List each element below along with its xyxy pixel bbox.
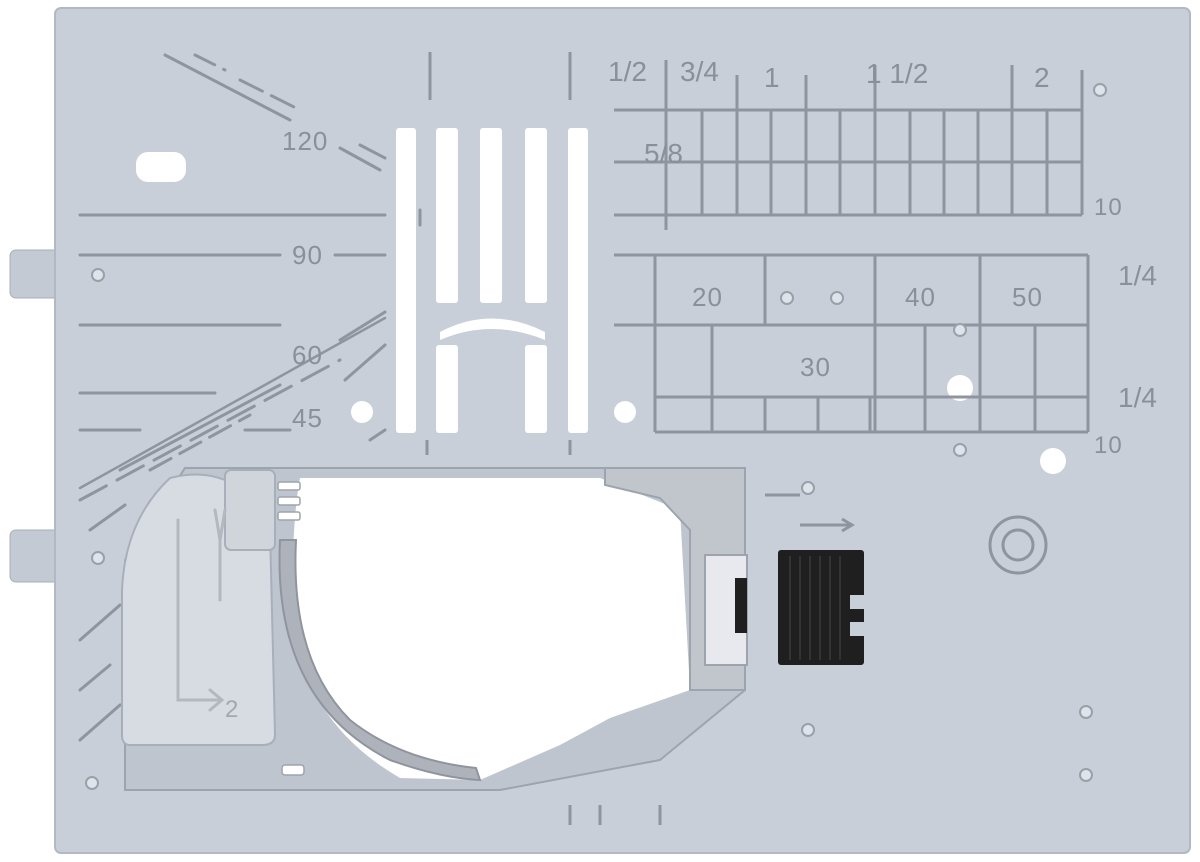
screw-heads: [85, 83, 1107, 790]
metric-label-30: 30: [800, 352, 831, 382]
needle-position-ticks: [425, 52, 662, 825]
bobbin-cavity: [292, 478, 690, 780]
inch-label-half: 1/2: [608, 56, 647, 87]
feed-dog-slots: [136, 128, 1066, 474]
bobbin-cover-tab: [224, 469, 276, 551]
cover-latch-slots: [277, 481, 305, 776]
inch-label-two: 2: [1034, 62, 1050, 93]
inch-label-three-quarter: 3/4: [680, 56, 719, 87]
inch-label-one: 1: [764, 62, 780, 93]
mounting-tab-upper: [9, 249, 61, 299]
bobbin-cover-arrow-icon: [176, 508, 227, 712]
metric-label-20: 20: [692, 282, 723, 312]
angle-label-60: 60: [292, 340, 323, 370]
quarter-label-lower: 1/4: [1118, 382, 1157, 413]
bobbin-cover-step-label: 2: [225, 696, 240, 723]
feed-control-block: [735, 550, 868, 665]
angle-label-120: 120: [282, 126, 329, 156]
mounting-tab-lower: [9, 529, 61, 583]
metric-label-50: 50: [1012, 282, 1043, 312]
metric-label-40: 40: [905, 282, 936, 312]
inch-grid: [614, 60, 1084, 230]
direction-arrow-marks: [765, 493, 855, 533]
concentric-ring-marker: [988, 515, 1048, 575]
metric-grid: [614, 253, 1090, 434]
inch-label-five-eighths: 5/8: [644, 138, 683, 169]
angle-guide-lines: [78, 53, 422, 742]
angle-label-90: 90: [292, 240, 323, 270]
quarter-label-upper: 1/4: [1118, 260, 1157, 291]
angle-label-45: 45: [292, 403, 323, 433]
shuttle-hook-arc: [278, 539, 482, 782]
inch-label-one-half: 1 1/2: [866, 58, 929, 89]
metric-label-10-upper: 10: [1094, 194, 1123, 221]
metric-label-10-lower: 10: [1094, 432, 1123, 459]
